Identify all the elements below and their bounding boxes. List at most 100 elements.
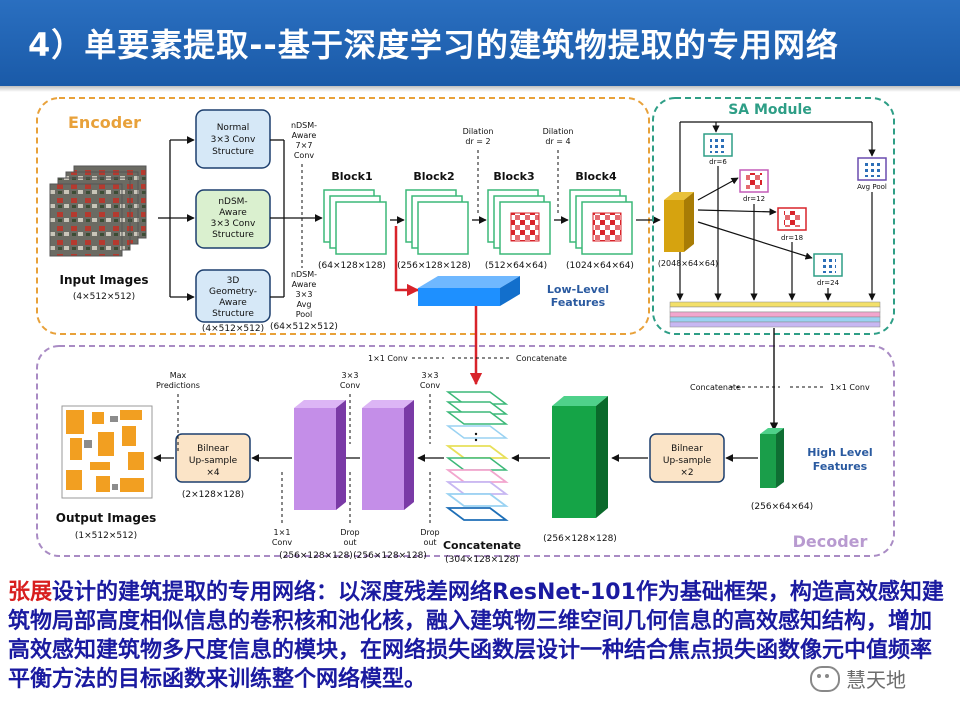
conv-size: (4×512×512): [202, 324, 264, 334]
title-shadow: [0, 86, 960, 92]
conv33a-line1: 3×3: [342, 371, 359, 380]
slide-title: 4）单要素提取--基于深度学习的建筑物提取的专用网络: [28, 26, 839, 64]
block2-stack: [405, 189, 469, 255]
sa-module-label: SA Module: [728, 102, 812, 118]
upsample2-line2: Up-sample: [663, 456, 712, 466]
sa-dr24-label: dr=24: [817, 279, 840, 287]
sa-branch-dr18: [777, 207, 807, 231]
conv33b-line1: 3×3: [422, 371, 439, 380]
dropout-b-line1: Drop: [420, 528, 439, 537]
input-images: [49, 165, 147, 257]
low-level-red-arrow: [394, 226, 420, 297]
block1-label: Block1: [331, 170, 372, 183]
dilation4-line1: Dilation: [543, 127, 574, 136]
sa-branch-dr6: [703, 133, 733, 157]
caption-author: 张展: [8, 580, 53, 605]
decoder-frame: [36, 345, 895, 557]
watermark: 慧天地: [810, 664, 906, 693]
upsample4-line2: Up-sample: [189, 456, 238, 466]
high-size: (256×64×64): [751, 502, 813, 512]
conv1x1-top: 1×1 Conv: [368, 354, 408, 363]
upsample4-box: [175, 433, 251, 483]
input-size: (4×512×512): [73, 292, 135, 302]
input-label: Input Images: [60, 273, 149, 287]
decoder-label: Decoder: [793, 532, 868, 551]
encoder-label: Encoder: [68, 113, 141, 132]
caption: 张展设计的建筑提取的专用网络：以深度残差网络ResNet-101作为基础框架，构…: [8, 578, 953, 694]
ndsm-77-line3: 7×7: [296, 141, 313, 150]
title-bar: 4）单要素提取--基于深度学习的建筑物提取的专用网络: [0, 0, 960, 92]
purple-size-a: (256×128×128): [279, 551, 353, 561]
conv1x1-right: 1×1 Conv: [830, 383, 870, 392]
high-level-line2: Features: [813, 460, 868, 473]
conv33b-line2: Conv: [420, 381, 441, 390]
sa-dr18-label: dr=18: [781, 234, 803, 242]
dropout-a-line2: out: [343, 538, 356, 547]
encoder-frame: [36, 97, 650, 335]
concatenate-right: Concatenate: [690, 383, 741, 392]
conv11-line1: 1×1: [274, 528, 291, 537]
ndsm-pool-line2: Aware: [292, 280, 317, 289]
block1-stack: [323, 189, 387, 255]
normal-conv-line2: 3×3 Conv: [211, 135, 256, 145]
max-pred-line1: Max: [170, 371, 187, 380]
ndsm-77-line4: Conv: [294, 151, 315, 160]
concatenate-top: Concatenate: [516, 354, 567, 363]
sa-branch-dr24: [813, 253, 843, 277]
upsample4-line1: Bilnear: [197, 444, 229, 454]
sa-avgpool-label: Avg Pool: [857, 183, 887, 191]
concat-size: (304×128×128): [445, 555, 519, 565]
purple-feature-a: [294, 400, 346, 510]
geo-conv-line4: Structure: [212, 309, 254, 319]
block2-label: Block2: [413, 170, 454, 183]
ndsm-pool-line5: Pool: [296, 310, 313, 319]
sa-dr6-label: dr=6: [709, 158, 727, 166]
ndsm-pool-line4: Avg: [297, 300, 312, 309]
sa-branch-dr12: [739, 169, 769, 193]
dilation4-line2: dr = 4: [545, 137, 570, 146]
sa-input-feature: [664, 192, 694, 252]
ndsm-conv-box: [195, 189, 271, 249]
caption-text: 设计的建筑提取的专用网络：以深度残差网络ResNet-101作为基础框架，构造高…: [8, 580, 944, 692]
upsample2-line1: Bilnear: [671, 444, 703, 454]
block3-label: Block3: [493, 170, 534, 183]
low-level-line1: Low-Level: [547, 283, 609, 296]
ndsm-pool-line3: 3×3: [296, 290, 313, 299]
green-size: (256×128×128): [543, 534, 617, 544]
normal-conv-line1: Normal: [217, 123, 250, 133]
upsample2-line3: ×2: [680, 468, 693, 478]
pool-size: (64×512×512): [270, 322, 338, 332]
block4-label: Block4: [575, 170, 617, 183]
dropout-a-line1: Drop: [340, 528, 359, 537]
output-size: (1×512×512): [75, 531, 137, 541]
wechat-icon: [810, 665, 840, 692]
high-level-line1: High Level: [807, 446, 872, 459]
normal-conv-box: [195, 109, 271, 169]
sa-in-size: (2048×64×64): [658, 259, 718, 268]
ndsm-pool-line1: nDSM-: [291, 270, 317, 279]
block2-size: (256×128×128): [397, 261, 471, 271]
upsample2-box: [649, 433, 725, 483]
block4-size: (1024×64×64): [566, 261, 634, 271]
block1-size: (64×128×128): [318, 261, 386, 271]
purple-feature-b: [362, 400, 414, 510]
ndsm-conv-line2: Aware: [219, 208, 247, 218]
network-diagram: Encoder Input Images (4×512×512) Normal …: [36, 97, 895, 565]
geo-conv-line2: Geometry-: [209, 287, 257, 297]
ndsm-77-line1: nDSM-: [291, 121, 317, 130]
low-level-slab: [418, 276, 520, 306]
ndsm-77-line2: Aware: [292, 131, 317, 140]
geo-conv-line3: Aware: [219, 298, 247, 308]
ndsm-conv-line3: 3×3 Conv: [211, 219, 256, 229]
ndsm-conv-line4: Structure: [212, 230, 254, 240]
block3-size: (512×64×64): [485, 261, 547, 271]
geo-conv-box: [195, 269, 271, 323]
sa-concat-bars: [669, 301, 881, 328]
concat-stack: [445, 391, 509, 521]
purple-size-b: (256×128×128): [353, 551, 427, 561]
output-label: Output Images: [56, 511, 156, 525]
conv33a-line2: Conv: [340, 381, 361, 390]
block3-stack: [487, 189, 551, 255]
concat-label: Concatenate: [443, 539, 521, 552]
conv11-line2: Conv: [272, 538, 293, 547]
